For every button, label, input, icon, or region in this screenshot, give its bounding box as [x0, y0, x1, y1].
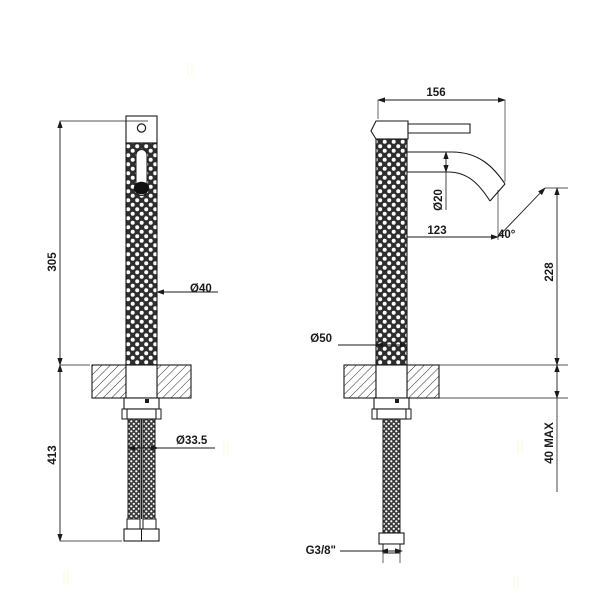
side-handle-lever	[407, 123, 471, 134]
front-fixing-nut	[121, 397, 162, 420]
dim-123-label: 123	[427, 225, 446, 237]
dim-156-group	[377, 97, 506, 182]
front-body	[125, 142, 158, 366]
watermark-bottom-right: ||	[512, 573, 520, 589]
dim-40max-label: 40 MAX	[544, 422, 556, 464]
dim-40deg-label: 40°	[498, 229, 516, 241]
dim-g38-label: G3/8ʺ	[306, 545, 336, 557]
front-hose-connectors	[123, 518, 160, 542]
side-spout	[407, 151, 506, 202]
watermark-mid-right: ||	[516, 437, 524, 453]
dim-305-label: 305	[47, 252, 59, 272]
front-deck-flange	[91, 364, 192, 399]
front-flexible-hose	[127, 418, 156, 520]
side-handle	[370, 120, 471, 140]
side-view-group	[338, 97, 568, 563]
handle-pivot-circle	[136, 123, 147, 133]
dim-d20-label: Ø20	[433, 189, 445, 211]
dim-156-label: 156	[426, 87, 445, 99]
dim-413-group	[57, 364, 122, 542]
front-handle	[125, 115, 158, 144]
dim-123-group	[407, 190, 499, 240]
dim-g38-group	[340, 546, 403, 563]
side-flexible-hose	[382, 418, 401, 534]
side-deck-flange	[343, 364, 568, 399]
dim-413-label: 413	[47, 445, 59, 464]
dim-d40-label: Ø40	[190, 283, 212, 295]
watermark-bottom-left: ||	[62, 569, 70, 585]
dim-d335-label: Ø33.5	[176, 435, 208, 447]
front-aerator-hole	[133, 181, 150, 195]
dim-305-group	[57, 120, 148, 366]
side-fixing-nut	[371, 397, 412, 420]
side-spout-outlet-face	[489, 183, 506, 202]
watermark-mid-left: ||	[222, 439, 230, 455]
side-body	[375, 138, 408, 366]
dim-d50-label: Ø50	[310, 333, 332, 345]
front-view-group	[57, 115, 218, 542]
watermark-top-left: ||	[186, 59, 194, 75]
dim-228-label: 228	[544, 262, 556, 282]
